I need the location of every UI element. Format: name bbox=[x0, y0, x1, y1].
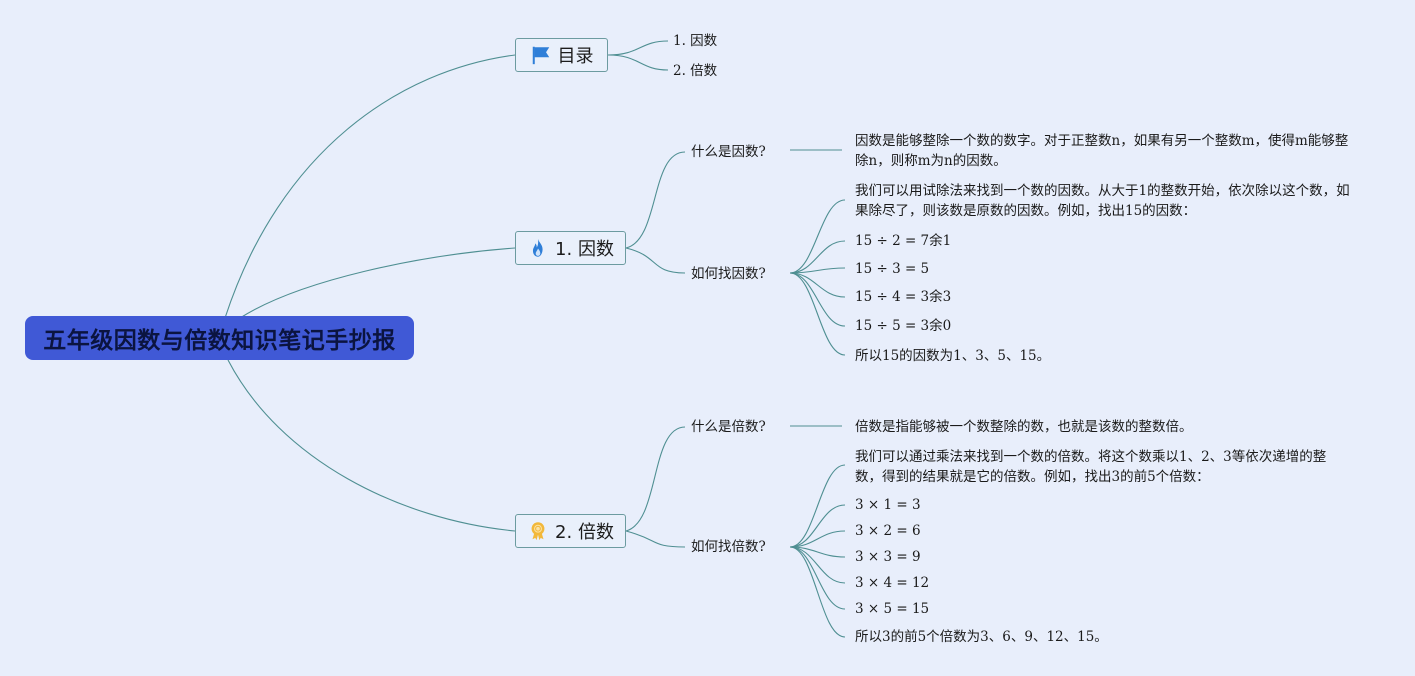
toc-item-factors[interactable]: 1. 因数 bbox=[673, 33, 718, 49]
multiple-step[interactable]: 3 × 3 = 9 bbox=[855, 549, 921, 565]
factor-how-question[interactable]: 如何找因数? bbox=[691, 266, 766, 282]
topic-label: 2. 倍数 bbox=[555, 522, 614, 543]
toc-item-multiples[interactable]: 2. 倍数 bbox=[673, 63, 718, 79]
topic-label: 目录 bbox=[557, 46, 594, 67]
topic-factors[interactable]: 1. 因数 bbox=[515, 231, 626, 265]
topic-toc[interactable]: 目录 bbox=[515, 38, 608, 72]
multiple-what-answer[interactable]: 倍数是指能够被一个数整除的数，也就是该数的整数倍。 bbox=[855, 419, 1193, 435]
factor-conclusion[interactable]: 所以15的因数为1、3、5、15。 bbox=[855, 348, 1051, 364]
factor-step[interactable]: 15 ÷ 2 = 7余1 bbox=[855, 233, 952, 249]
award-icon bbox=[531, 522, 545, 541]
multiple-what-question[interactable]: 什么是倍数? bbox=[691, 419, 766, 435]
factor-how-intro[interactable]: 我们可以用试除法来找到一个数的因数。从大于1的整数开始，依次除以这个数，如果除尽… bbox=[855, 183, 1350, 219]
factor-step[interactable]: 15 ÷ 5 = 3余0 bbox=[855, 318, 952, 334]
multiple-how-intro[interactable]: 我们可以通过乘法来找到一个数的倍数。将这个数乘以1、2、3等依次递增的整数，得到… bbox=[855, 449, 1327, 485]
multiple-step[interactable]: 3 × 1 = 3 bbox=[855, 497, 921, 513]
factor-step[interactable]: 15 ÷ 3 = 5 bbox=[855, 261, 930, 277]
topic-label: 1. 因数 bbox=[555, 239, 614, 260]
flag-icon bbox=[532, 46, 549, 65]
root-topic[interactable]: 五年级因数与倍数知识笔记手抄报 bbox=[25, 316, 414, 360]
multiple-conclusion[interactable]: 所以3的前5个倍数为3、6、9、12、15。 bbox=[855, 629, 1108, 645]
fire-icon bbox=[533, 238, 543, 257]
multiple-how-question[interactable]: 如何找倍数? bbox=[691, 539, 766, 555]
multiple-step[interactable]: 3 × 2 = 6 bbox=[855, 523, 921, 539]
factor-what-answer[interactable]: 因数是能够整除一个数的数字。对于正整数n，如果有另一个整数m，使得m能够整除n，… bbox=[855, 133, 1349, 169]
topic-multiples[interactable]: 2. 倍数 bbox=[515, 514, 626, 548]
factor-what-question[interactable]: 什么是因数? bbox=[691, 144, 766, 160]
multiple-step[interactable]: 3 × 4 = 12 bbox=[855, 575, 930, 591]
factor-step[interactable]: 15 ÷ 4 = 3余3 bbox=[855, 289, 952, 305]
multiple-step[interactable]: 3 × 5 = 15 bbox=[855, 601, 930, 617]
